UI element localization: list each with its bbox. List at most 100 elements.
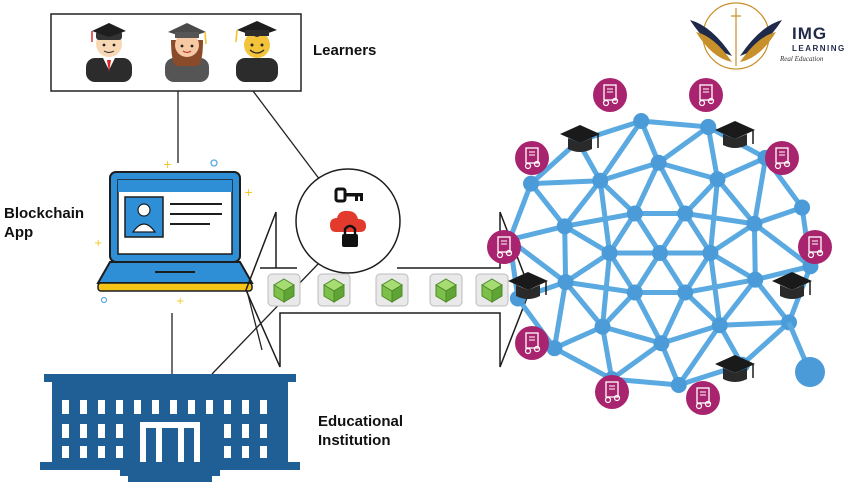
- graduate-male-icon: [86, 23, 132, 82]
- network-link: [632, 160, 662, 217]
- network-link: [682, 277, 758, 295]
- blockchain-app-label-line2: App: [4, 224, 34, 241]
- network-node: [633, 113, 650, 130]
- network-node: [677, 284, 694, 301]
- network-node: [670, 376, 687, 393]
- network-node: [557, 274, 574, 291]
- logo-name: IMG: [792, 24, 828, 43]
- network-link: [528, 178, 603, 187]
- network-link: [507, 223, 568, 243]
- network-node: [746, 215, 763, 232]
- network-node: [652, 245, 668, 261]
- network-link: [676, 322, 723, 388]
- network-node: [709, 171, 726, 188]
- network-node: [702, 245, 719, 261]
- institution-to-security-line: [211, 261, 321, 375]
- network-link: [563, 279, 606, 330]
- certificate-icon: [595, 375, 629, 409]
- network-link: [707, 250, 758, 283]
- certificate-icon: [686, 381, 720, 415]
- network-link: [562, 223, 613, 256]
- network-link: [751, 205, 805, 227]
- certificate-icon: [765, 141, 799, 175]
- graduation-cap-icon: [772, 272, 812, 299]
- network-link: [717, 319, 792, 328]
- network-link: [751, 221, 813, 269]
- network-node: [626, 284, 643, 301]
- graduation-cap-icon: [715, 121, 755, 148]
- network-link: [656, 160, 720, 182]
- blockchain-block-icon: [375, 273, 409, 307]
- network-link: [714, 155, 769, 182]
- graduation-cap-icon: [508, 272, 548, 299]
- network-node: [711, 317, 728, 334]
- network-node: [592, 172, 609, 189]
- network-node: [594, 318, 611, 335]
- network-link: [739, 319, 792, 368]
- graduation-cap-icon: [715, 355, 755, 382]
- blockchain-block-icon: [317, 273, 351, 307]
- network-link: [551, 345, 615, 382]
- logo-sub: LEARNING: [792, 44, 846, 53]
- network-link: [597, 118, 644, 184]
- network-node: [626, 205, 643, 222]
- network-node: [546, 340, 563, 357]
- svg-text:+: +: [244, 186, 253, 199]
- key-icon: [334, 187, 363, 203]
- network-link: [551, 279, 569, 351]
- network-link: [638, 118, 711, 130]
- network-link: [562, 223, 569, 285]
- certificate-icon: [689, 78, 723, 112]
- network-link: [658, 322, 723, 346]
- network-link: [752, 277, 792, 325]
- network-link: [751, 155, 769, 227]
- educational-institution-label: Educational Institution: [318, 412, 438, 450]
- network-node: [747, 271, 764, 288]
- network-link: [707, 221, 757, 256]
- network-link: [600, 324, 615, 382]
- network-link: [597, 160, 662, 184]
- network-node: [601, 245, 618, 261]
- network-link: [609, 340, 664, 382]
- certificate-icon: [593, 78, 627, 112]
- network-node: [677, 205, 694, 222]
- blockchain-block-icon: [267, 273, 301, 307]
- learners-to-security-line: [252, 90, 321, 181]
- network-link: [656, 124, 711, 166]
- network-link: [632, 289, 664, 346]
- educational-label-line2: Institution: [318, 432, 391, 449]
- graduation-cap-icon: [560, 125, 600, 152]
- learners-box: [50, 13, 302, 92]
- network-node: [653, 335, 670, 352]
- network-node: [650, 154, 667, 171]
- network-node: [700, 118, 717, 135]
- blockchain-app-label: Blockchain App: [4, 204, 104, 242]
- network-node: [523, 175, 540, 192]
- certificate-icon: [798, 230, 832, 264]
- svg-text:+: +: [163, 158, 172, 171]
- educational-label-line1: Educational: [318, 413, 404, 430]
- network-link: [751, 221, 758, 283]
- network-link: [551, 324, 606, 351]
- network-link: [600, 324, 664, 346]
- network-link: [563, 250, 613, 285]
- svg-text:+: +: [94, 238, 102, 249]
- network-link: [705, 124, 720, 182]
- network-link: [656, 160, 688, 217]
- network-link: [717, 277, 758, 328]
- network-link: [562, 178, 603, 229]
- network-link: [600, 250, 613, 330]
- laptop-id-card-icon: + + + +: [94, 158, 254, 307]
- blockchain-blocks: [267, 273, 509, 307]
- network-link: [528, 181, 568, 229]
- network-node: [556, 218, 573, 235]
- network-node: [794, 199, 811, 216]
- network-link: [714, 176, 757, 227]
- certificate-icon: [515, 141, 549, 175]
- learners-label: Learners: [313, 42, 377, 59]
- svg-text:+: +: [176, 296, 184, 307]
- network-node: [795, 357, 825, 387]
- network-link: [562, 211, 638, 229]
- network-link: [707, 176, 720, 256]
